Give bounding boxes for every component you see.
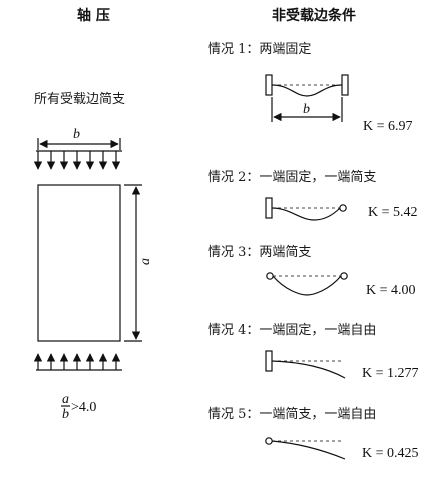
case-5-sketch [265, 437, 346, 460]
bottom-load-arrows [33, 353, 122, 371]
plate [37, 184, 121, 342]
case-3-sketch [266, 272, 348, 296]
loaded-edges-condition: 所有受载边简支 [34, 91, 125, 107]
ratio-rest: >4.0 [71, 400, 96, 415]
width-dimension: b [37, 127, 121, 150]
case-4-k-value: K = 1.277 [362, 366, 419, 381]
case-2-label: 情况 2：一端固定，一端简支 [208, 169, 376, 185]
width-label: b [73, 127, 80, 142]
header-axial-compression: 轴 压 [77, 7, 110, 24]
case-3-k-value: K = 4.00 [366, 283, 416, 298]
case-5-label: 情况 5：一端简支，一端自由 [208, 406, 376, 422]
ratio-denominator: b [62, 407, 69, 422]
case-1-sketch: b [265, 74, 349, 122]
case-5-k-value: K = 0.425 [362, 446, 419, 461]
case-1-b-label: b [303, 102, 310, 117]
case-1-label: 情况 1：两端固定 [208, 42, 311, 57]
case-3-label: 情况 3：两端简支 [208, 244, 311, 260]
case-4-sketch [265, 350, 346, 379]
case-1-k-value: K = 6.97 [363, 119, 413, 134]
case-2-sketch [265, 197, 347, 221]
height-dimension: a [124, 184, 153, 342]
header-unloaded-edge-conditions: 非受载边条件 [272, 7, 356, 24]
aspect-ratio: a b >4.0 [61, 392, 96, 422]
top-load-arrows [33, 150, 122, 170]
height-label: a [138, 258, 153, 265]
case-2-k-value: K = 5.42 [368, 205, 418, 220]
ratio-numerator: a [62, 392, 69, 407]
case-4-label: 情况 4：一端固定，一端自由 [208, 323, 376, 338]
